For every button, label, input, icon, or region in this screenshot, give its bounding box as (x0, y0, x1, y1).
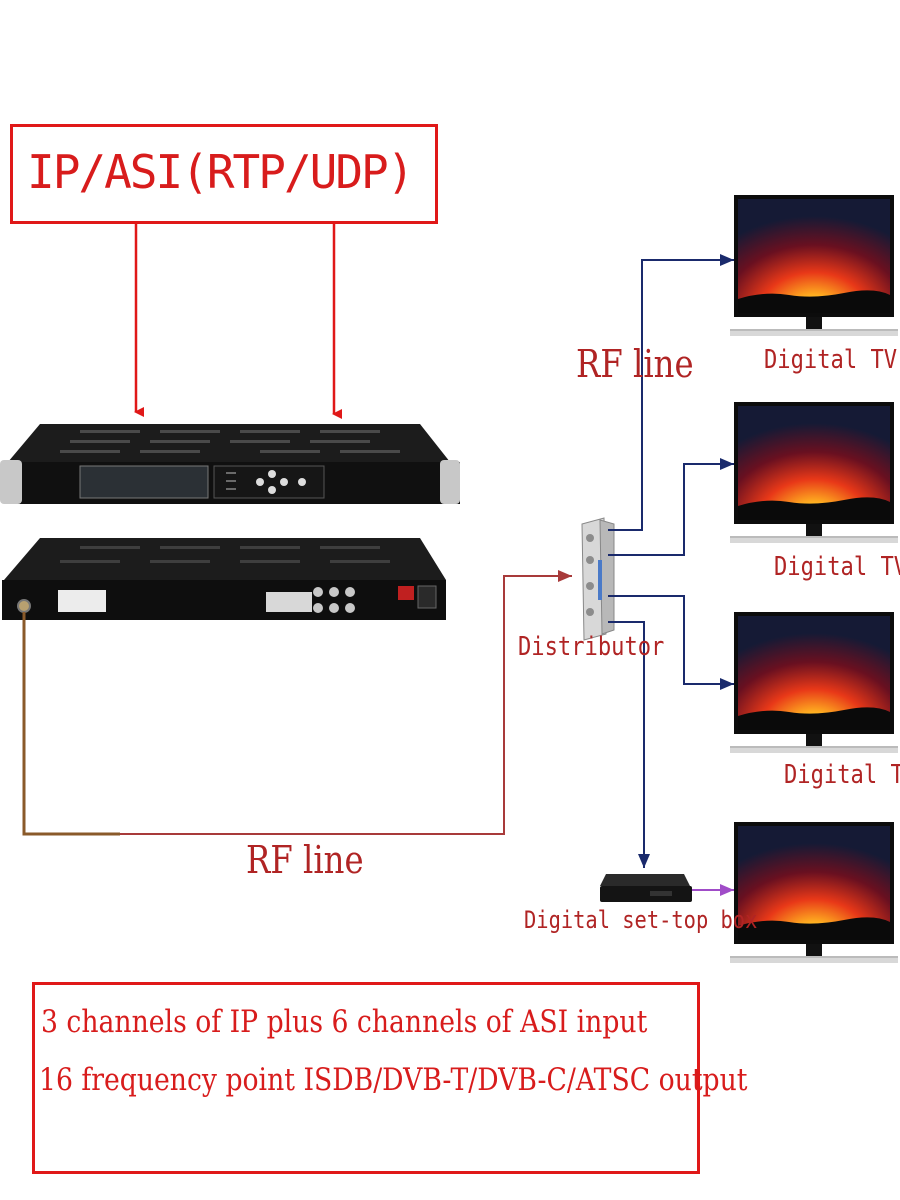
set-top-box (600, 874, 692, 902)
feed-tv-1 (608, 254, 734, 531)
spec-line-1: 3 channels of IP plus 6 channels of ASI … (41, 1004, 648, 1040)
distributor-label: Distributor (518, 632, 665, 662)
feed-tv-2 (608, 458, 734, 556)
tv-4 (730, 822, 898, 963)
modulator-front (0, 424, 460, 504)
rf-cable-to-distributor (120, 570, 572, 835)
modulator-rear (2, 538, 446, 620)
rf-cable-output (22, 612, 120, 836)
protocol-title: IP/ASI(RTP/UDP) (27, 145, 414, 199)
distributor-device (581, 517, 615, 641)
tv-3 (730, 612, 898, 753)
protocol-box: IP/ASI(RTP/UDP) (10, 124, 438, 224)
feed-tv-3 (608, 595, 734, 690)
tv-2 (730, 402, 898, 543)
feed-set-top-box (608, 621, 650, 868)
spec-description-box: 3 channels of IP plus 6 channels of ASI … (32, 982, 747, 1174)
rf-line-label-bottom: RF line (246, 838, 364, 882)
rf-line-label-top: RF line (576, 342, 694, 386)
spec-line-2: 16 frequency point ISDB/DVB-T/DVB-C/ATSC… (39, 1062, 748, 1098)
tv-1 (730, 195, 898, 336)
tv-label-1: Digital TV (764, 345, 898, 375)
set-top-box-label: Digital set-top box (524, 906, 758, 934)
tv-label-3: Digital TV (784, 760, 900, 790)
tv-label-2: Digital TV (774, 552, 900, 582)
